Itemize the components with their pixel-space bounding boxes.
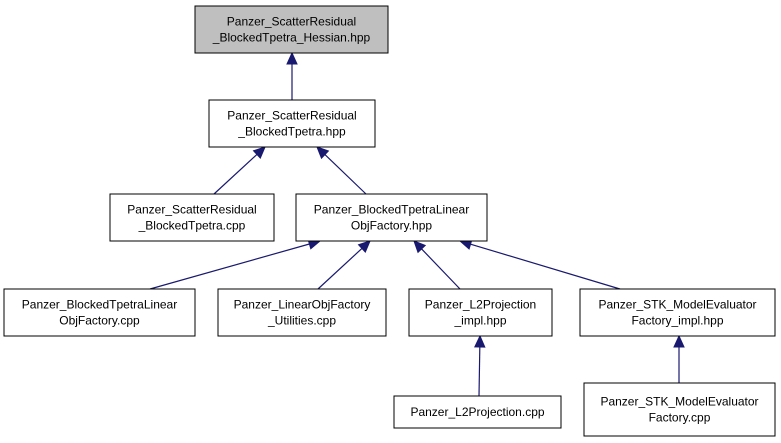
- edge-line: [149, 243, 310, 290]
- node-scatter_cpp[interactable]: Panzer_ScatterResidual _BlockedTpetra.cpp: [109, 193, 275, 242]
- nodes-layer: Panzer_ScatterResidual _BlockedTpetra_Hes…: [3, 5, 776, 437]
- edge-factory_hpp-to-scatter_hpp: [316, 146, 367, 195]
- node-box: [3, 288, 196, 337]
- node-label-line: Panzer_LinearObjFactory: [234, 298, 371, 312]
- node-box: [208, 99, 376, 148]
- node-box: [393, 395, 562, 429]
- node-box: [109, 193, 275, 242]
- arrowhead-icon: [673, 334, 685, 348]
- node-label-line: Panzer_BlockedTpetraLinear: [22, 298, 177, 312]
- arrowhead-icon: [286, 51, 298, 65]
- node-label-line: ObjFactory.hpp: [351, 219, 432, 233]
- node-label-line: Panzer_L2Projection: [425, 298, 536, 312]
- node-label-line: Panzer_BlockedTpetraLinear: [314, 203, 469, 217]
- node-box: [408, 288, 553, 337]
- node-box: [295, 193, 488, 242]
- node-label-line: Panzer_ScatterResidual: [227, 109, 356, 123]
- node-hessian: Panzer_ScatterResidual _BlockedTpetra_Hes…: [194, 5, 389, 54]
- node-label-line: _BlockedTpetra_Hessian.hpp: [212, 31, 371, 45]
- edge-l2_impl-to-factory_hpp: [413, 240, 461, 290]
- node-label-line: Factory.cpp: [649, 411, 711, 425]
- edge-line: [470, 243, 621, 290]
- arrowhead-icon: [252, 146, 266, 160]
- node-l2_impl[interactable]: Panzer_L2Projection _impl.hpp: [408, 288, 553, 337]
- node-label-line: ObjFactory.cpp: [59, 314, 140, 328]
- edge-line: [324, 154, 367, 195]
- edge-line: [317, 248, 363, 290]
- node-label-line: Panzer_STK_ModelEvaluator: [600, 395, 758, 409]
- node-box: [579, 288, 776, 337]
- edge-utilities-to-factory_hpp: [317, 240, 371, 290]
- edge-stk_impl-to-factory_hpp: [458, 238, 621, 290]
- node-label-line: Panzer_ScatterResidual: [127, 203, 256, 217]
- node-label-line: _BlockedTpetra.hpp: [237, 125, 346, 139]
- node-utilities[interactable]: Panzer_LinearObjFactory _Utilities.cpp: [217, 288, 387, 337]
- node-scatter_hpp[interactable]: Panzer_ScatterResidual _BlockedTpetra.hpp: [208, 99, 376, 148]
- edge-scatter_cpp-to-scatter_hpp: [213, 146, 266, 195]
- edges-layer: [149, 51, 685, 397]
- arrowhead-icon: [413, 240, 427, 254]
- node-label-line: Factory_impl.hpp: [631, 314, 723, 328]
- edge-stk_cpp-to-stk_impl: [673, 334, 685, 383]
- edge-line: [421, 248, 461, 290]
- node-box: [217, 288, 387, 337]
- node-label-line: Panzer_L2Projection.cpp: [410, 405, 544, 419]
- edge-factory_cpp-to-factory_hpp: [149, 238, 322, 290]
- edge-scatter_hpp-to-hessian: [286, 51, 298, 100]
- edge-l2_cpp-to-l2_impl: [474, 334, 486, 397]
- node-label-line: _BlockedTpetra.cpp: [138, 219, 246, 233]
- node-stk_impl[interactable]: Panzer_STK_ModelEvaluatorFactory_impl.hp…: [579, 288, 776, 337]
- arrowhead-icon: [474, 334, 486, 348]
- edge-line: [213, 154, 258, 195]
- node-label-line: _Utilities.cpp: [267, 314, 336, 328]
- node-label-line: _impl.hpp: [453, 314, 506, 328]
- arrowhead-icon: [357, 240, 371, 254]
- node-box: [194, 5, 389, 54]
- node-l2_cpp[interactable]: Panzer_L2Projection.cpp: [393, 395, 562, 429]
- node-label-line: Panzer_STK_ModelEvaluator: [598, 298, 756, 312]
- node-box: [583, 382, 776, 437]
- edge-line: [478, 346, 481, 397]
- node-label-line: Panzer_ScatterResidual: [227, 15, 356, 29]
- arrowhead-icon: [316, 146, 330, 160]
